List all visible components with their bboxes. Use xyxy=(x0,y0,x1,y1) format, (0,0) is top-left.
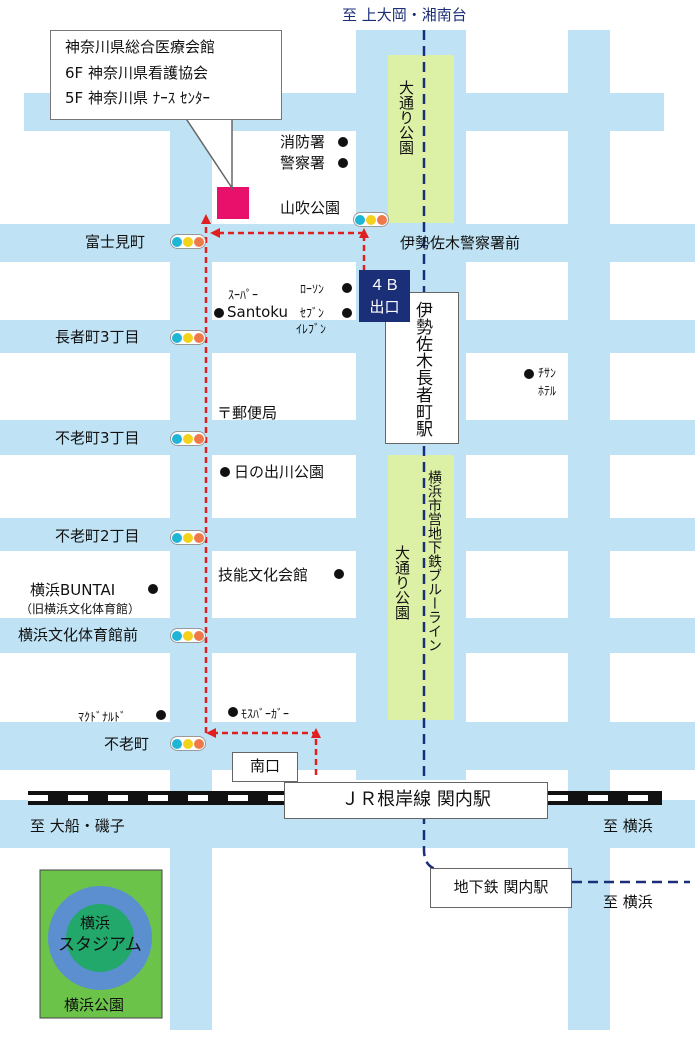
traffic-light-icon xyxy=(170,530,206,545)
odori-park-bottom xyxy=(388,455,454,720)
jr-station-box: ＪＲ根岸線 関内駅 xyxy=(284,782,548,819)
exit-4b-badge: ４Ｂ 出口 xyxy=(359,270,410,322)
subway-kannai-label: 地下鉄 関内駅 xyxy=(453,878,549,896)
intersection-furo3: 不老町3丁目 xyxy=(55,429,140,447)
dot-marker-icon xyxy=(228,707,238,717)
exit-label-1: ４Ｂ xyxy=(369,276,400,294)
landmark-hinode: 日の出川公園 xyxy=(234,463,325,481)
intersection-isezaki-police: 伊勢佐木警察署前 xyxy=(400,234,521,252)
traffic-light-icon xyxy=(170,330,206,345)
landmark-buntai-sub: （旧横浜文化体育館） xyxy=(20,602,141,616)
route-arrow-3 xyxy=(201,214,211,224)
landmark-post: 〒郵便局 xyxy=(217,404,278,422)
landmark-lawson: ﾛｰｿﾝ xyxy=(300,282,325,296)
jr-station-label: ＪＲ根岸線 関内駅 xyxy=(341,789,491,810)
road-h2 xyxy=(0,224,695,262)
landmark-seven-2: ｲﾚﾌﾞﾝ xyxy=(296,322,327,336)
stadium-label-1: 横浜 xyxy=(80,914,111,932)
road-h3 xyxy=(0,320,695,353)
road-h5 xyxy=(0,518,695,551)
direction-north: 至 上大岡・湘南台 xyxy=(342,6,467,24)
subway-kannai-box: 地下鉄 関内駅 xyxy=(430,868,572,908)
intersection-furocho: 不老町 xyxy=(104,735,150,753)
intersection-furo2: 不老町2丁目 xyxy=(55,527,140,545)
traffic-light-icon xyxy=(170,628,206,643)
intersection-bunka: 横浜文化体育館前 xyxy=(18,626,139,644)
landmark-super: ｽｰﾊﾟｰ xyxy=(228,288,259,302)
dot-marker-icon xyxy=(220,467,230,477)
intersection-nagasha3: 長者町3丁目 xyxy=(55,328,140,346)
landmark-chisun-2: ﾎﾃﾙ xyxy=(538,384,557,398)
landmark-mcd: ﾏｸﾄﾞﾅﾙﾄﾞ xyxy=(78,710,127,724)
dot-marker-icon xyxy=(524,369,534,379)
landmark-seven-1: ｾﾌﾞﾝ xyxy=(300,306,325,320)
landmark-ginou: 技能文化会館 xyxy=(218,566,309,584)
route-arrow-5 xyxy=(206,728,216,738)
exit-label-2: 出口 xyxy=(369,298,400,316)
landmark-fire: 消防署 xyxy=(280,133,326,151)
route-arrow-4 xyxy=(311,728,321,738)
traffic-light-icon xyxy=(170,234,206,249)
south-exit-label: 南口 xyxy=(249,757,280,775)
intersection-yamabuki: 山吹公園 xyxy=(280,199,341,217)
destination-square-icon xyxy=(217,187,249,219)
odori-park-top xyxy=(388,55,454,223)
traffic-light-icon xyxy=(353,212,389,227)
road-h7 xyxy=(0,722,695,770)
direction-east: 至 横浜 xyxy=(603,817,653,835)
direction-west: 至 大船・磯子 xyxy=(30,817,125,835)
dot-marker-icon xyxy=(214,308,224,318)
landmark-police: 警察署 xyxy=(280,154,326,172)
intersection-fujimicho: 富士見町 xyxy=(85,233,146,251)
landmark-santoku: Santoku xyxy=(227,303,289,321)
odori-park-top-label: 大通り公園 xyxy=(397,80,415,155)
traffic-light-icon xyxy=(170,736,206,751)
dot-marker-icon xyxy=(338,137,348,147)
title-line-2: 6F 神奈川県看護協会 xyxy=(65,64,208,82)
dot-marker-icon xyxy=(338,158,348,168)
direction-east-subway: 至 横浜 xyxy=(603,893,653,911)
subway-line xyxy=(422,30,441,872)
odori-park-bottom-label: 大通り公園 xyxy=(393,545,411,620)
subway-line-label: 横浜市営地下鉄ブルーライン xyxy=(426,470,442,652)
road-h4 xyxy=(0,420,695,455)
stadium-field xyxy=(66,904,134,972)
dot-marker-icon xyxy=(148,584,158,594)
stadium-label: スタジアム xyxy=(58,935,142,955)
dot-marker-icon xyxy=(342,308,352,318)
landmark-chisun-1: ﾁｻﾝ xyxy=(538,366,557,380)
road-h6 xyxy=(0,618,695,653)
south-exit-box: 南口 xyxy=(232,752,298,782)
route-arrow-1 xyxy=(359,228,369,238)
landmark-buntai: 横浜BUNTAI xyxy=(30,581,116,599)
dot-marker-icon xyxy=(334,569,344,579)
traffic-light-icon xyxy=(170,431,206,446)
yokohama-park-label: 横浜公園 xyxy=(64,996,125,1014)
landmark-mos: ﾓｽﾊﾞｰｶﾞｰ xyxy=(241,707,290,721)
title-line-1: 神奈川県総合医療会館 xyxy=(65,38,216,56)
title-box: 神奈川県総合医療会館 6F 神奈川県看護協会 5F 神奈川県 ﾅｰｽ ｾﾝﾀｰ xyxy=(50,30,282,120)
title-line-3: 5F 神奈川県 ﾅｰｽ ｾﾝﾀｰ xyxy=(65,89,210,107)
dot-marker-icon xyxy=(156,710,166,720)
isezaki-station-label: 伊勢佐木長者町駅 xyxy=(412,301,432,437)
route-arrow-2 xyxy=(210,228,220,238)
dot-marker-icon xyxy=(342,283,352,293)
